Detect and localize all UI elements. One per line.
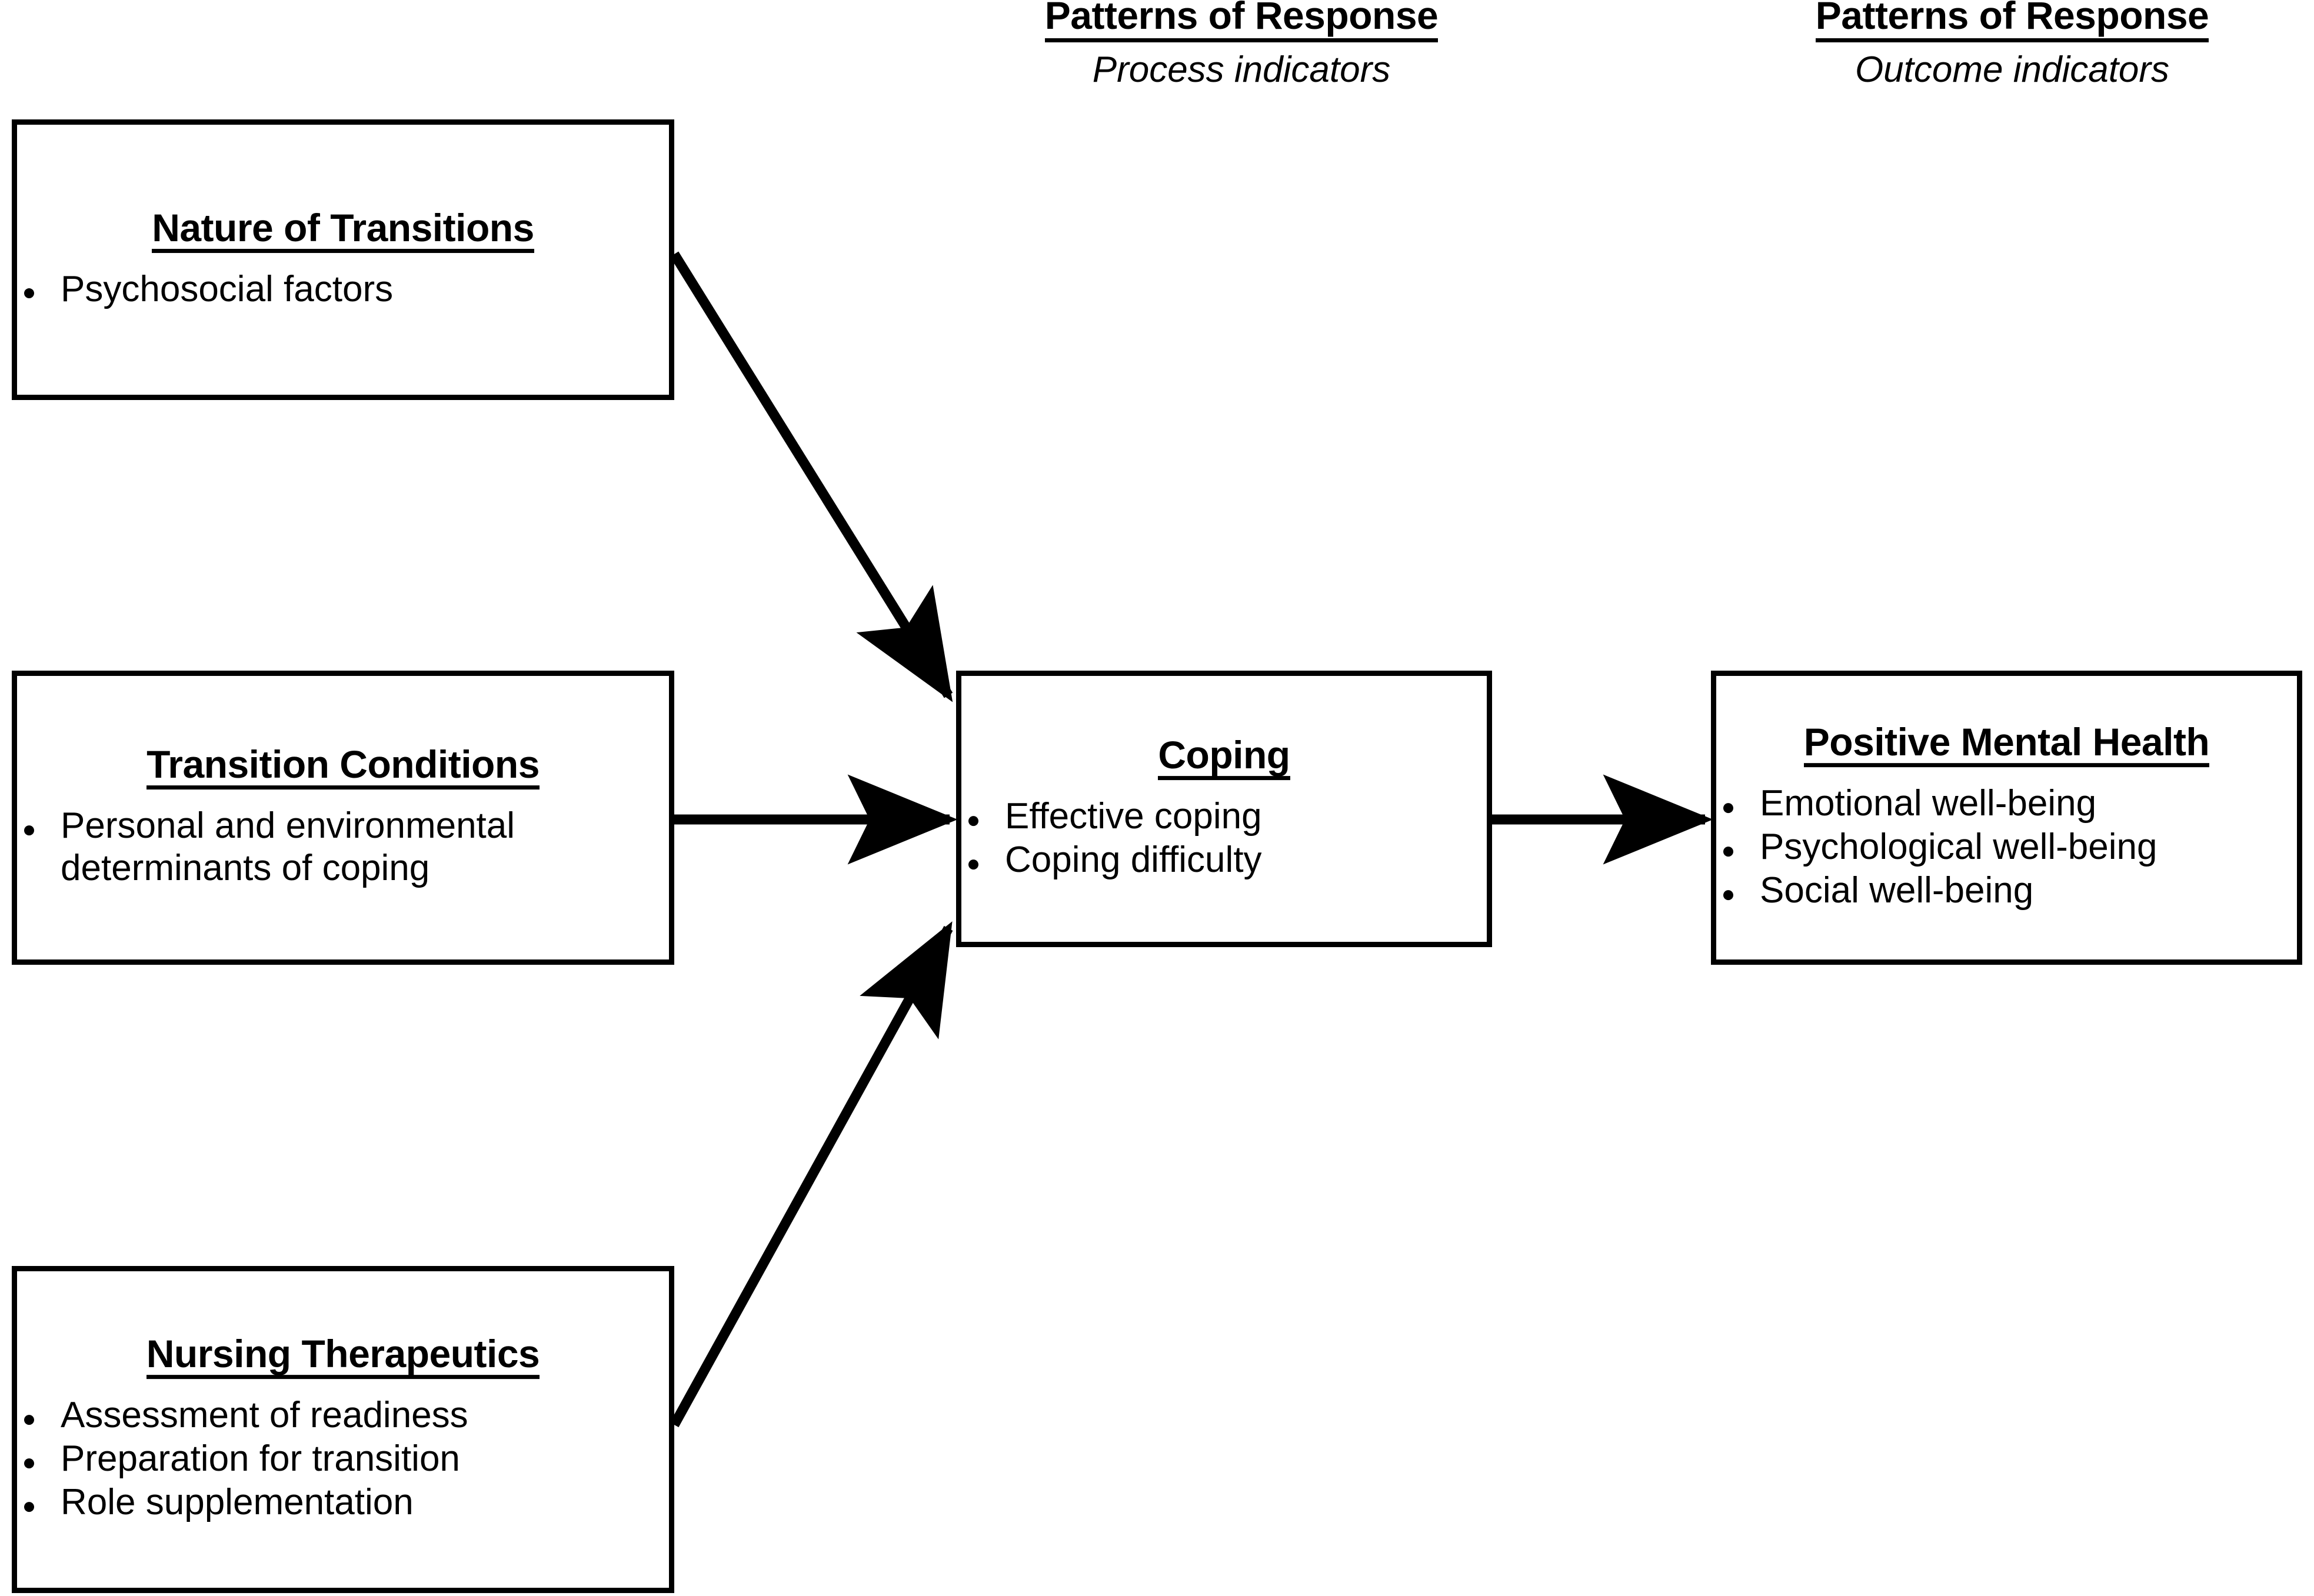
node-positive-mental-health-bullets: Emotional well-being Psychological well-… [1716,782,2297,912]
connector-nursing-to-coping [670,921,953,1428]
list-item: Emotional well-being [1716,782,2297,825]
node-nature-of-transitions[interactable]: Nature of Transitions Psychosocial facto… [12,119,674,400]
node-coping-bullets: Effective coping Coping difficulty [961,795,1487,881]
node-coping[interactable]: Coping Effective coping Coping difficult… [956,671,1492,947]
list-item: Psychosocial factors [17,268,669,311]
list-item: Coping difficulty [961,839,1487,881]
node-transition-conditions-title: Transition Conditions [17,745,669,790]
node-positive-mental-health-title: Positive Mental Health [1716,722,2297,768]
column-header-process-subtitle: Process indicators [1092,49,1391,90]
list-item: Personal and environmental determinants … [17,805,669,889]
node-positive-mental-health[interactable]: Positive Mental Health Emotional well-be… [1711,671,2302,965]
list-item: Role supplementation [17,1481,669,1524]
column-header-outcome-title: Patterns of Response [1815,0,2209,42]
node-coping-title: Coping [961,735,1487,781]
node-nursing-therapeutics[interactable]: Nursing Therapeutics Assessment of readi… [12,1266,674,1593]
list-item: Social well-being [1716,869,2297,912]
connector-nature-to-coping [670,251,953,702]
node-nature-of-transitions-title: Nature of Transitions [17,208,669,253]
node-nature-of-transitions-bullets: Psychosocial factors [17,268,669,311]
list-item: Preparation for transition [17,1438,669,1480]
list-item: Psychological well-being [1716,826,2297,868]
column-header-process-title: Patterns of Response [1044,0,1439,42]
node-transition-conditions[interactable]: Transition Conditions Personal and envir… [12,671,674,965]
column-header-outcome: Patterns of Response Outcome indicators [1689,0,2314,89]
node-nursing-therapeutics-title: Nursing Therapeutics [17,1334,669,1380]
column-header-process: Patterns of Response Process indicators [918,0,1565,89]
list-item: Assessment of readiness [17,1394,669,1437]
node-nursing-therapeutics-bullets: Assessment of readiness Preparation for … [17,1394,669,1524]
list-item: Effective coping [961,795,1487,838]
column-header-outcome-subtitle: Outcome indicators [1854,49,2170,90]
node-transition-conditions-bullets: Personal and environmental determinants … [17,805,669,889]
